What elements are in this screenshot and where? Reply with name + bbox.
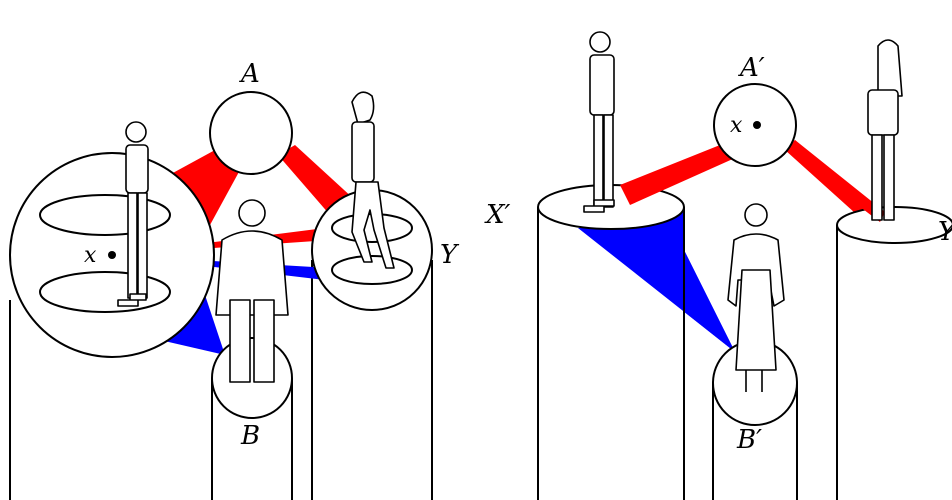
person-woman-dress-icon (727, 203, 785, 392)
label-a: A (239, 59, 260, 89)
red-wedge-a-x (620, 145, 735, 205)
right-diagram: A′ B′ X′ Y x (484, 31, 952, 500)
red-wedge-a-y (785, 140, 885, 222)
person-standing-icon (583, 31, 615, 213)
label-b-prime: B′ (736, 425, 762, 455)
person-standing-icon (117, 121, 149, 307)
label-x: x (84, 243, 97, 268)
ball-b (211, 337, 293, 419)
point-x (108, 251, 116, 259)
label-b: B (240, 421, 260, 451)
blue-wedge-b-x (160, 295, 225, 355)
person-standing-back-icon (867, 39, 903, 221)
person-back-icon (215, 199, 289, 383)
label-x-prime: X′ (484, 200, 511, 230)
left-diagram: A B Y x (9, 59, 460, 500)
label-x: x (730, 113, 743, 138)
ball-a (209, 91, 293, 175)
red-wedge-a-y (278, 145, 355, 215)
red-wedge-a-x (160, 150, 240, 225)
blue-wedge-x-b (578, 212, 735, 352)
ellipse-lower (39, 271, 171, 313)
label-y: Y (440, 240, 460, 270)
point-x (753, 121, 761, 129)
label-y-prime: Y (938, 217, 952, 247)
person-walking-icon (351, 91, 395, 269)
column-y-top (836, 206, 952, 244)
ellipse-lower (331, 255, 413, 285)
ellipse-upper (39, 194, 171, 236)
label-a-prime: A′ (738, 53, 765, 83)
